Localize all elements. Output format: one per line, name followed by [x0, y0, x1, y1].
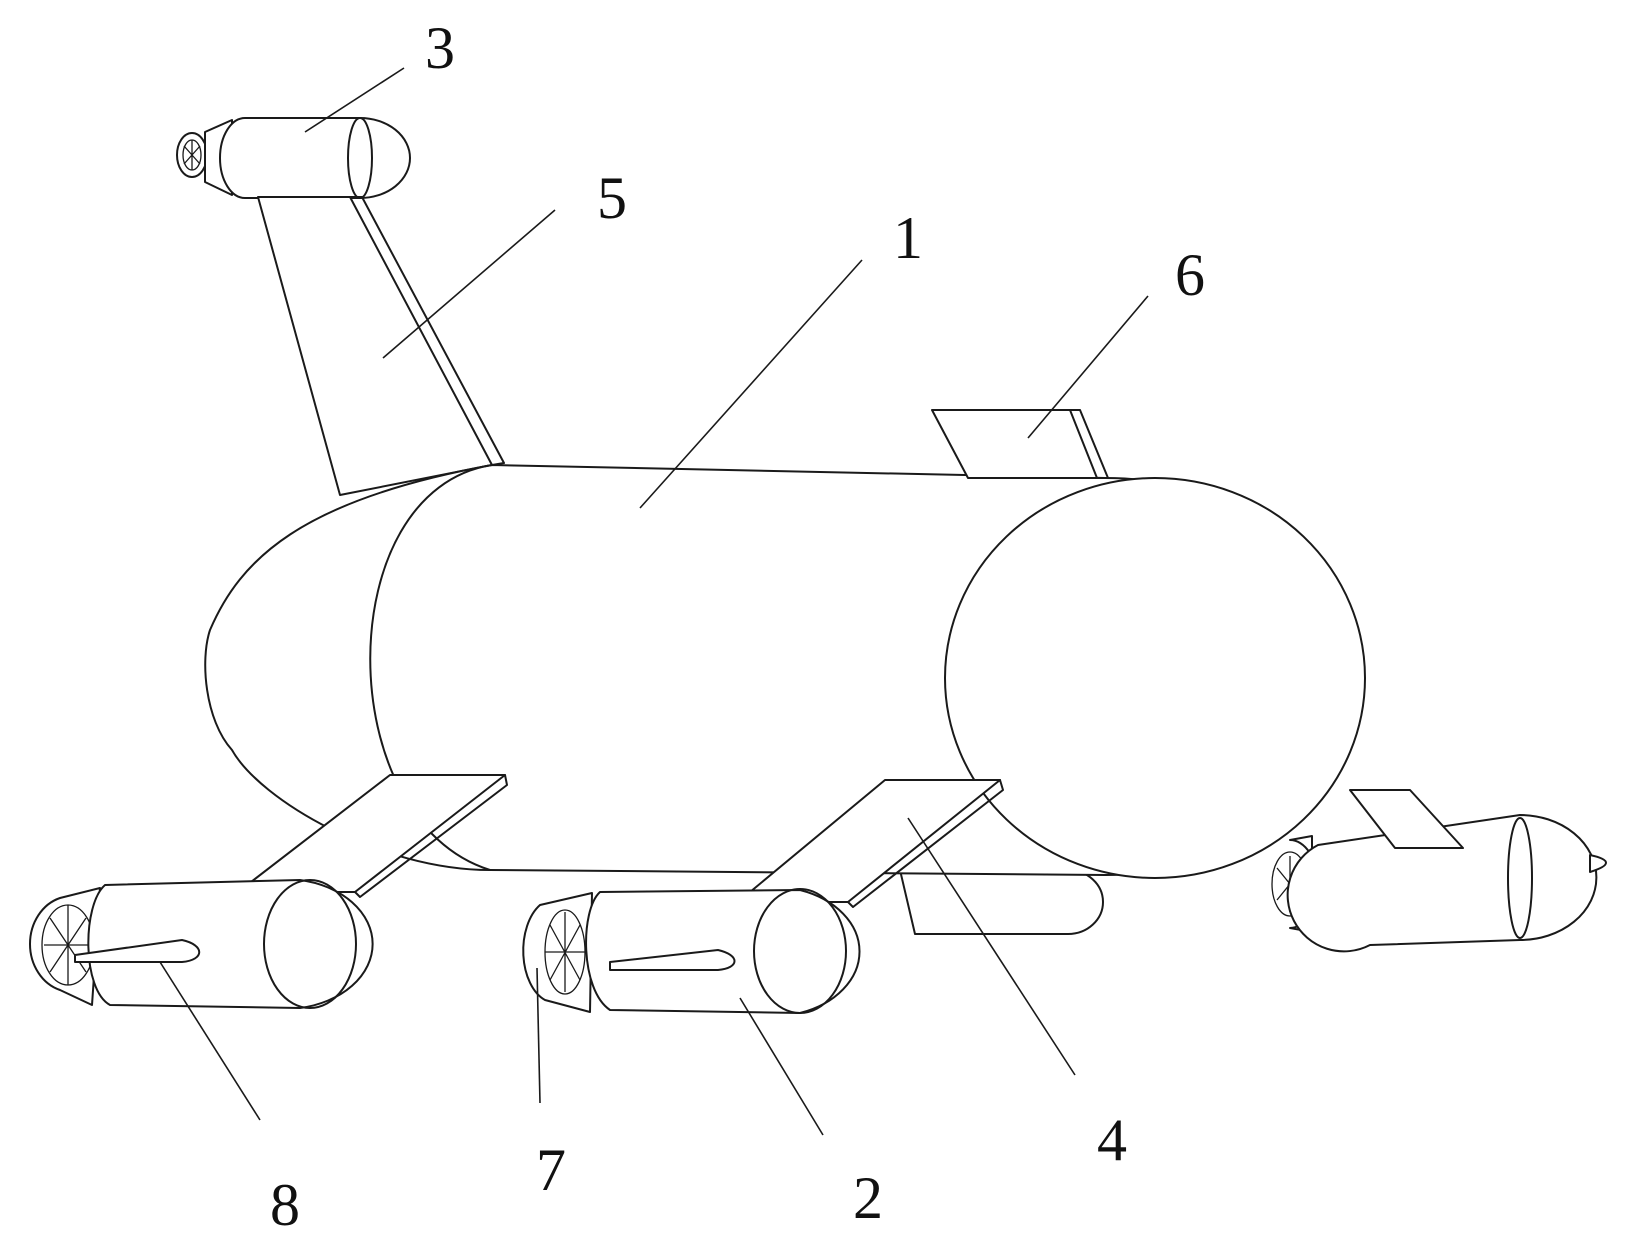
callout-7: 7 — [536, 1137, 566, 1203]
callout-8: 8 — [270, 1172, 300, 1238]
leader-lines — [159, 67, 1149, 1136]
callout-1: 1 — [893, 205, 923, 271]
top-pod — [176, 117, 411, 199]
wing-strut-left — [237, 774, 508, 898]
fuselage — [204, 464, 1366, 879]
leader-5 — [382, 209, 556, 359]
leader-8 — [159, 961, 261, 1121]
top-fin — [931, 409, 1109, 479]
leader-4 — [907, 817, 1076, 1076]
callout-2: 2 — [853, 1165, 883, 1231]
bottom-middle-pod — [522, 888, 861, 1014]
vertical-pylon — [257, 196, 505, 496]
leader-7 — [536, 967, 541, 1104]
rear-right-pod — [1271, 789, 1607, 953]
callout-3: 3 — [425, 15, 455, 81]
leader-1 — [639, 259, 863, 509]
mid-right-pod — [899, 869, 1104, 935]
callout-6: 6 — [1175, 242, 1205, 308]
leader-3 — [304, 67, 405, 133]
callout-labels: 3 5 1 6 4 2 7 8 — [270, 15, 1205, 1238]
callout-4: 4 — [1097, 1107, 1127, 1173]
leader-6 — [1027, 295, 1149, 439]
bottom-left-pod — [28, 879, 374, 1009]
leader-2 — [739, 997, 824, 1136]
callout-5: 5 — [597, 165, 627, 231]
